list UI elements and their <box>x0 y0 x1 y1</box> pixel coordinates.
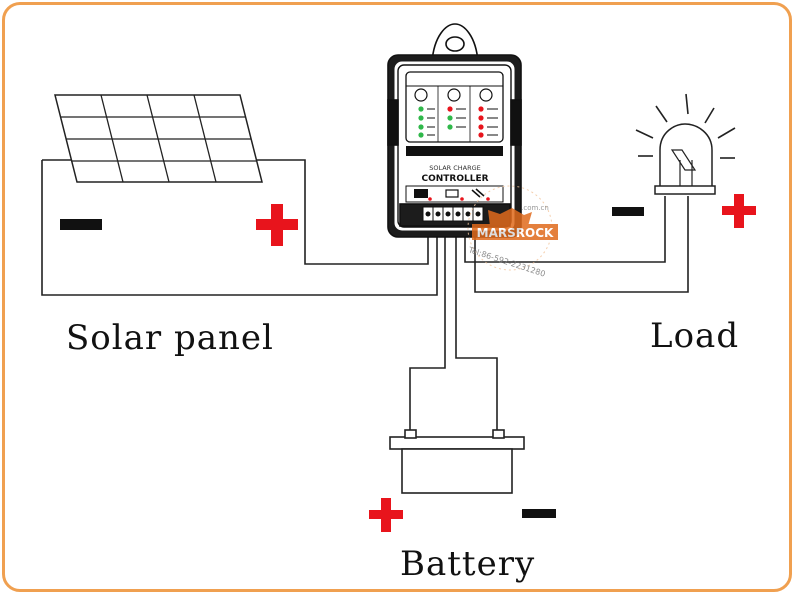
led-green <box>418 106 424 112</box>
solar-charge-controller: SOLAR CHARGE CONTROLLER <box>387 23 522 238</box>
watermark-domain: .com.cn <box>521 204 549 212</box>
load-minus-icon <box>612 207 644 216</box>
controller-line1: SOLAR CHARGE <box>429 164 481 172</box>
indicator-ring-1 <box>414 88 428 102</box>
battery <box>389 429 525 494</box>
watermark-brand: MARSROCK <box>477 226 554 240</box>
solar-panel <box>54 94 263 183</box>
battery-symbol-icon <box>445 189 459 198</box>
indicator-ring-2 <box>447 88 461 102</box>
load-negative-wire <box>464 196 666 263</box>
solar-negative-wire <box>41 160 438 296</box>
bulb-glass <box>659 123 713 193</box>
load-positive-wire <box>474 196 689 293</box>
light-rays <box>635 93 736 159</box>
load-symbol-icon <box>471 188 485 198</box>
logo-mark-icon <box>488 208 532 226</box>
load-label: Load <box>650 316 740 356</box>
led-red <box>478 124 484 130</box>
battery-negative-post <box>492 429 505 439</box>
polarity-symbols <box>60 194 756 532</box>
led-red <box>447 106 453 112</box>
led-green <box>447 124 453 130</box>
lamp <box>635 93 736 195</box>
battery-positive-post <box>404 429 417 439</box>
led-red <box>478 132 484 138</box>
controller-line2: CONTROLLER <box>421 174 488 184</box>
led-green <box>418 132 424 138</box>
led-red <box>478 106 484 112</box>
battery-negative-wire <box>455 222 498 432</box>
led-green <box>447 115 453 121</box>
led-green <box>418 124 424 130</box>
led-green <box>418 115 424 121</box>
hanging-hole <box>445 36 465 52</box>
led-red <box>478 115 484 121</box>
status-panel <box>405 71 504 143</box>
battery-label: Battery <box>400 544 536 584</box>
battery-body <box>401 448 513 494</box>
battery-minus-icon <box>522 509 556 518</box>
wires <box>41 159 689 432</box>
solar-panel-label: Solar panel <box>66 318 274 358</box>
solar-minus-icon <box>60 219 102 230</box>
solar-symbol-icon <box>414 189 428 198</box>
battery-positive-wire <box>409 222 446 432</box>
indicator-ring-3 <box>479 88 493 102</box>
